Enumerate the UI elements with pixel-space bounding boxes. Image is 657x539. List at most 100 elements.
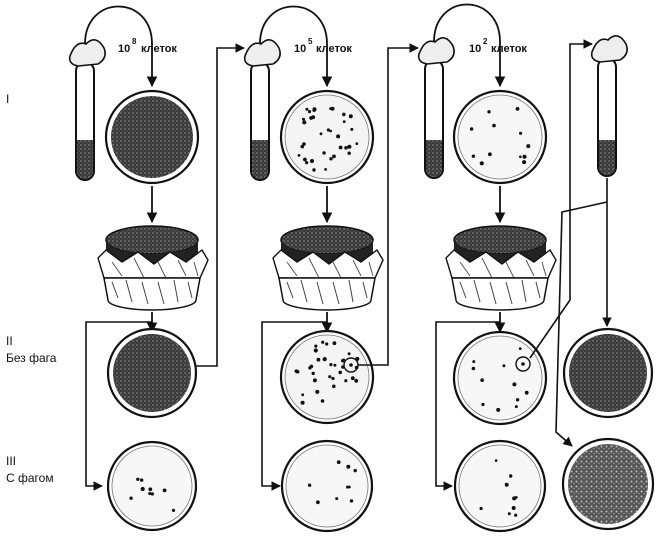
colony-dot xyxy=(301,393,305,397)
colony-dot xyxy=(350,127,354,131)
test-tube-2 xyxy=(243,39,281,181)
plate-row3-4-dense xyxy=(561,437,655,531)
colony-dot xyxy=(480,378,484,383)
colony-dot xyxy=(322,151,326,155)
colony-dot xyxy=(519,131,523,135)
row-label-2-caption: Без фага xyxy=(6,351,57,365)
colony-dot xyxy=(515,107,520,111)
colony-dot xyxy=(302,142,306,146)
test-tube-4 xyxy=(590,35,628,177)
colony-dot xyxy=(342,120,346,123)
colony-dot xyxy=(344,379,348,383)
colony-dot xyxy=(300,400,305,405)
colony-dot xyxy=(514,496,518,499)
colony-dot xyxy=(302,117,305,121)
colony-dot xyxy=(329,107,332,110)
pick-line-2 xyxy=(358,43,419,366)
colony-dot xyxy=(322,357,327,362)
colony-dot xyxy=(512,382,517,387)
colony-dot xyxy=(338,145,343,150)
colony-dot xyxy=(331,376,335,381)
count-3-exponent: 2 xyxy=(483,37,488,46)
count-1-word: клеток xyxy=(141,43,177,55)
colony-dot xyxy=(171,508,176,512)
plate-row1-3 xyxy=(452,89,548,185)
colony-dot xyxy=(310,159,314,163)
colony-dot xyxy=(148,487,153,492)
count-1-exponent: 8 xyxy=(132,37,137,46)
colony-dot xyxy=(349,499,354,503)
colony-dot xyxy=(136,477,140,481)
colony-dot xyxy=(307,110,312,114)
colony-dot xyxy=(305,107,309,111)
colony-dot xyxy=(332,384,336,389)
velvet-stamp-2 xyxy=(272,225,384,311)
colony-dot xyxy=(509,474,513,478)
colony-group xyxy=(469,107,531,166)
colony-dot xyxy=(524,390,529,395)
test-tube-3 xyxy=(417,37,455,179)
colony-dot xyxy=(518,347,522,350)
colony-dot xyxy=(353,468,357,473)
colony-dot xyxy=(348,485,351,489)
colony-dot xyxy=(332,341,337,346)
plate-row2-3 xyxy=(452,330,548,426)
colony-dot xyxy=(471,366,476,371)
arrow-to-row3-2 xyxy=(261,321,327,491)
arrow-to-row3-1 xyxy=(85,321,152,491)
count-2-word: клеток xyxy=(316,43,352,55)
colony-dot xyxy=(294,369,298,373)
colony-dot xyxy=(320,399,325,403)
colony-dot xyxy=(355,142,359,146)
colony-dot xyxy=(311,371,315,376)
colony-dot xyxy=(300,144,305,149)
colony-dot xyxy=(315,389,320,394)
colony-dot xyxy=(325,342,329,346)
count-label-3: 10 2 клеток xyxy=(469,37,527,55)
colony-group xyxy=(471,347,529,412)
colony-dot xyxy=(346,464,351,469)
count-3-base: 10 xyxy=(469,43,481,55)
count-2-base: 10 xyxy=(294,43,306,55)
row-label-3-caption: С фагом xyxy=(6,471,54,485)
colony-dot xyxy=(348,114,353,119)
row-label-2: II xyxy=(6,334,13,348)
picked-colony-ring-3 xyxy=(515,356,531,372)
colony-dot xyxy=(481,402,485,407)
colony-dot xyxy=(469,127,474,131)
colony-dot xyxy=(494,459,498,462)
transfer-arc-1 xyxy=(84,5,158,88)
colony-dot xyxy=(347,144,352,149)
colony-dot xyxy=(338,370,343,375)
plate-row2-1-dense xyxy=(106,327,198,419)
colony-dot xyxy=(514,513,518,517)
plate-row2-4-dense xyxy=(562,327,654,419)
colony-dot xyxy=(526,144,531,149)
velvet-stamp-1 xyxy=(97,225,209,311)
colony-dot xyxy=(321,340,325,344)
colony-dot xyxy=(342,358,346,362)
colony-dot xyxy=(329,129,333,133)
colony-dot xyxy=(309,364,314,369)
test-tube-1 xyxy=(68,39,106,181)
colony-dot xyxy=(326,128,330,132)
colony-group xyxy=(297,106,359,172)
colony-dot xyxy=(307,483,312,487)
colony-dot xyxy=(347,352,351,356)
colony-dot xyxy=(342,112,346,117)
row-label-1: I xyxy=(6,92,9,106)
plate-row1-1-dense xyxy=(104,89,200,185)
colony-dot xyxy=(479,161,484,166)
arrow-to-row3-3 xyxy=(435,321,500,491)
colony-dot xyxy=(316,500,320,505)
count-3-word: клеток xyxy=(491,43,527,55)
plate-row2-2 xyxy=(279,329,375,425)
colony-dot xyxy=(336,134,341,139)
colony-dot xyxy=(488,152,492,157)
colony-dot xyxy=(319,132,323,136)
colony-dot xyxy=(479,506,483,511)
colony-dot xyxy=(347,151,351,155)
colony-dot xyxy=(354,378,359,383)
arrow-tube4-to-row3 xyxy=(555,201,608,447)
colony-dot xyxy=(140,486,145,492)
